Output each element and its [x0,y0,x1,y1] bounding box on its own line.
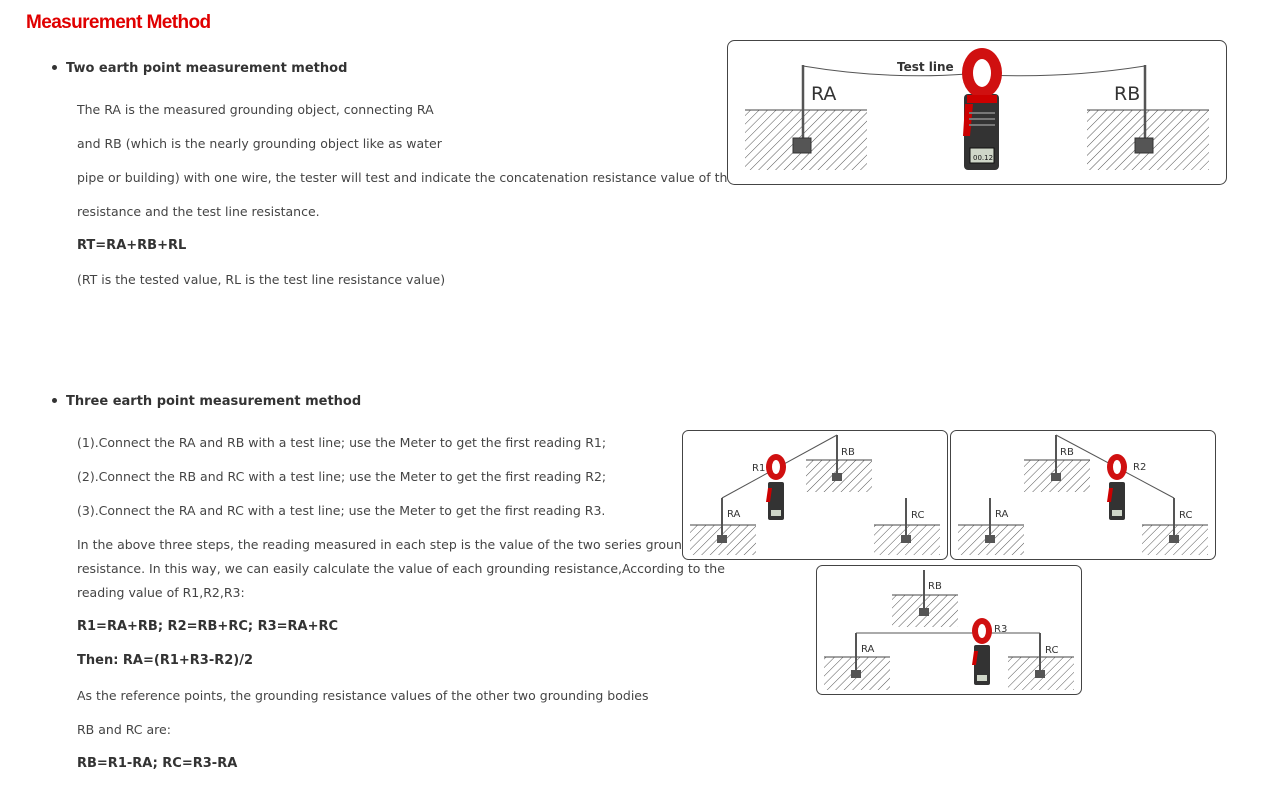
label-rb: RB [841,447,855,458]
electrode-ra-plate [792,137,812,154]
label-rb: RB [928,581,942,592]
meter-display: 00.12 [973,154,993,162]
label-rb: RB [1114,83,1140,105]
meter-label: R1 [752,463,765,474]
clamp-meter-icon [766,454,786,520]
three-point-explain-3: reading value of R1,R2,R3: [77,585,245,600]
test-line-label: Test line [897,60,954,74]
three-point-formula-2: Then: RA=(R1+R3-R2)/2 [77,653,254,668]
label-rc: RC [1179,510,1192,521]
three-point-step-3: (3).Connect the RA and RC with a test li… [77,503,606,518]
clamp-meter-icon: 00.12 [962,48,1002,170]
three-point-formula-3: RB=R1-RA; RC=R3-RA [77,756,238,771]
two-point-line-2: and RB (which is the nearly grounding ob… [77,136,442,151]
meter-label: R3 [994,624,1007,635]
electrode-rb-plate [1134,137,1154,154]
two-point-formula: RT=RA+RB+RL [77,238,187,253]
two-point-heading-text: Two earth point measurement method [66,61,348,76]
three-point-step-1: (1).Connect the RA and RB with a test li… [77,435,607,450]
label-rc: RC [1045,645,1058,656]
label-rc: RC [911,510,924,521]
three-point-ref-2: RB and RC are: [77,722,171,737]
three-point-diagram-r2: RB RA RC R2 [950,430,1216,560]
label-ra: RA [861,644,875,655]
two-point-line-3: pipe or building) with one wire, the tes… [77,170,784,185]
two-point-line-4: resistance and the test line resistance. [77,204,320,219]
clamp-meter-icon [972,618,992,685]
bullet-icon [52,398,57,403]
two-point-note: (RT is the tested value, RL is the test … [77,272,446,287]
label-ra: RA [727,509,741,520]
label-rb: RB [1060,447,1074,458]
two-point-heading: Two earth point measurement method [52,61,347,76]
three-point-ref-1: As the reference points, the grounding r… [77,688,649,703]
two-point-line-1: The RA is the measured grounding object,… [77,102,434,117]
three-point-heading: Three earth point measurement method [52,394,361,409]
label-ra: RA [995,509,1009,520]
two-point-diagram: Test line RA RB 00.12 [727,40,1227,185]
three-point-explain-2: resistance. In this way, we can easily c… [77,561,725,576]
label-ra: RA [811,83,836,105]
three-point-diagram-r3: RB RA RC R3 [816,565,1082,695]
three-point-explain-1: In the above three steps, the reading me… [77,537,710,552]
three-point-diagram-r1: RB RA RC R1 [682,430,948,560]
three-point-step-2: (2).Connect the RB and RC with a test li… [77,469,607,484]
clamp-meter-icon [1107,454,1127,520]
bullet-icon [52,65,57,70]
meter-label: R2 [1133,462,1146,473]
page-title: Measurement Method [26,12,211,33]
three-point-formula-1: R1=RA+RB; R2=RB+RC; R3=RA+RC [77,619,339,634]
three-point-heading-text: Three earth point measurement method [66,394,362,409]
